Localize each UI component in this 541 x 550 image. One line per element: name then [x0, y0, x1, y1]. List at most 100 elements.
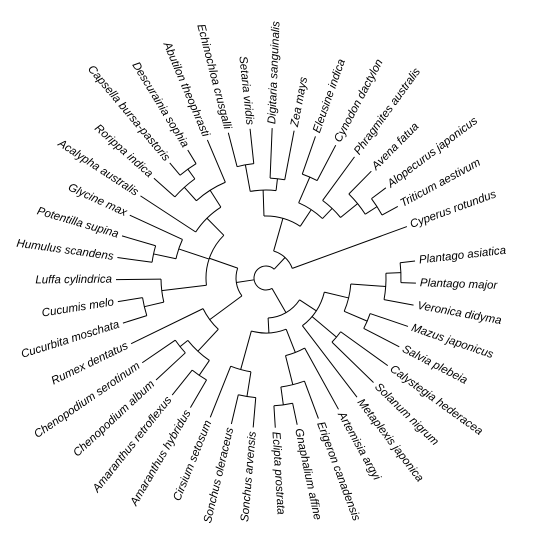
leaf-branch	[273, 405, 276, 428]
clade-arc	[187, 340, 210, 361]
leaf-branch	[383, 299, 414, 306]
leaf-branch	[369, 313, 409, 327]
internal-branch	[273, 257, 286, 270]
leaf-branch	[322, 156, 355, 201]
internal-branch	[271, 288, 287, 313]
taxon-label: Cucumis melo	[41, 296, 115, 319]
leaf-branch	[400, 260, 416, 264]
leaf-branch	[121, 235, 156, 247]
internal-branch	[344, 310, 368, 322]
taxon-label: Zea mays	[289, 76, 310, 129]
taxon-label: Humulus scandens	[16, 238, 115, 263]
internal-branch	[144, 301, 164, 308]
leaf-branch	[340, 331, 389, 367]
internal-branch	[244, 164, 251, 192]
leaf-branch	[381, 205, 399, 216]
internal-branch	[285, 328, 296, 353]
leaf-branch	[169, 162, 181, 176]
taxon-label: Plantago major	[420, 277, 499, 292]
clade-arc	[191, 369, 207, 381]
leaf-branch	[363, 328, 400, 348]
clade-arc	[273, 250, 293, 269]
clade-arc	[331, 331, 342, 343]
taxon-label: Eclipta prostrata	[270, 431, 287, 515]
leaf-branch	[189, 379, 207, 408]
taxon-label: Metaplexis japonica	[355, 397, 426, 485]
internal-branch	[299, 299, 317, 312]
leaf-branch	[316, 144, 337, 181]
internal-branch	[161, 284, 207, 292]
leaf-branch	[117, 257, 153, 263]
internal-branch	[340, 203, 358, 218]
taxon-label: Sonchus arvensis	[239, 431, 259, 523]
internal-branch	[385, 272, 401, 274]
clade-arc	[298, 202, 323, 219]
internal-branch	[267, 317, 270, 333]
taxon-label: Plantago asiatica	[418, 245, 506, 267]
clade-arc	[268, 299, 300, 319]
internal-branch	[262, 190, 265, 217]
internal-branch	[178, 248, 210, 260]
internal-branch	[285, 355, 294, 385]
taxon-label: Digitaria sanguinalis	[266, 21, 282, 125]
leaf-branch	[292, 403, 298, 425]
internal-branch	[275, 178, 278, 191]
root-arc	[253, 265, 275, 291]
internal-branch	[280, 386, 284, 405]
clade-arc	[202, 308, 219, 330]
leaf-branch	[302, 325, 358, 398]
internal-branch	[198, 360, 210, 376]
clade-arc	[302, 291, 325, 327]
internal-branch	[183, 187, 197, 202]
clade-arc	[195, 206, 222, 233]
internal-branch	[311, 316, 337, 338]
leaf-branch	[187, 149, 197, 164]
internal-branch	[273, 218, 284, 252]
leaf-branch	[153, 177, 176, 198]
leaf-branch	[117, 297, 143, 303]
leaf-branch	[252, 397, 257, 428]
taxon-label: Alopecurus japonicus	[385, 115, 481, 191]
leaf-branch	[209, 366, 232, 418]
clade-arc	[196, 181, 226, 202]
internal-branch	[179, 340, 189, 348]
clade-arc	[371, 198, 383, 216]
internal-branch	[322, 208, 333, 219]
leaf-branch	[155, 352, 186, 381]
internal-branch	[209, 295, 243, 321]
internal-branch	[324, 291, 349, 299]
internal-branch	[236, 279, 255, 284]
taxon-label: Setaria viridis	[236, 56, 255, 126]
clade-arc	[343, 283, 352, 312]
internal-branch	[298, 176, 311, 203]
dendrogram-branches	[116, 128, 416, 428]
leaf-branch	[130, 308, 204, 345]
leaf-branch	[171, 369, 193, 396]
clade-arc	[205, 234, 225, 286]
leaf-branch	[206, 139, 226, 183]
internal-branch	[209, 257, 238, 269]
leaf-branch	[249, 128, 255, 164]
internal-branch	[187, 168, 196, 180]
leaf-branch	[348, 170, 372, 195]
clade-arc	[174, 339, 186, 354]
taxon-label: Veronica didyma	[416, 300, 502, 327]
leaf-branch	[140, 195, 196, 233]
clade-arc	[235, 267, 243, 297]
leaf-branch	[292, 226, 408, 269]
internal-branch	[209, 190, 222, 208]
clade-arc	[175, 239, 183, 259]
internal-branch	[364, 206, 378, 215]
internal-branch	[206, 217, 225, 236]
leaf-branch	[301, 136, 316, 175]
internal-branch	[153, 253, 177, 260]
internal-branch	[299, 209, 312, 227]
clade-arc	[179, 163, 197, 176]
leaf-branch	[227, 132, 238, 167]
taxon-label: Gnaphalium affine	[292, 427, 323, 521]
leaf-branch	[269, 128, 273, 179]
leaf-branch	[371, 187, 387, 200]
clade-arc	[263, 215, 301, 227]
